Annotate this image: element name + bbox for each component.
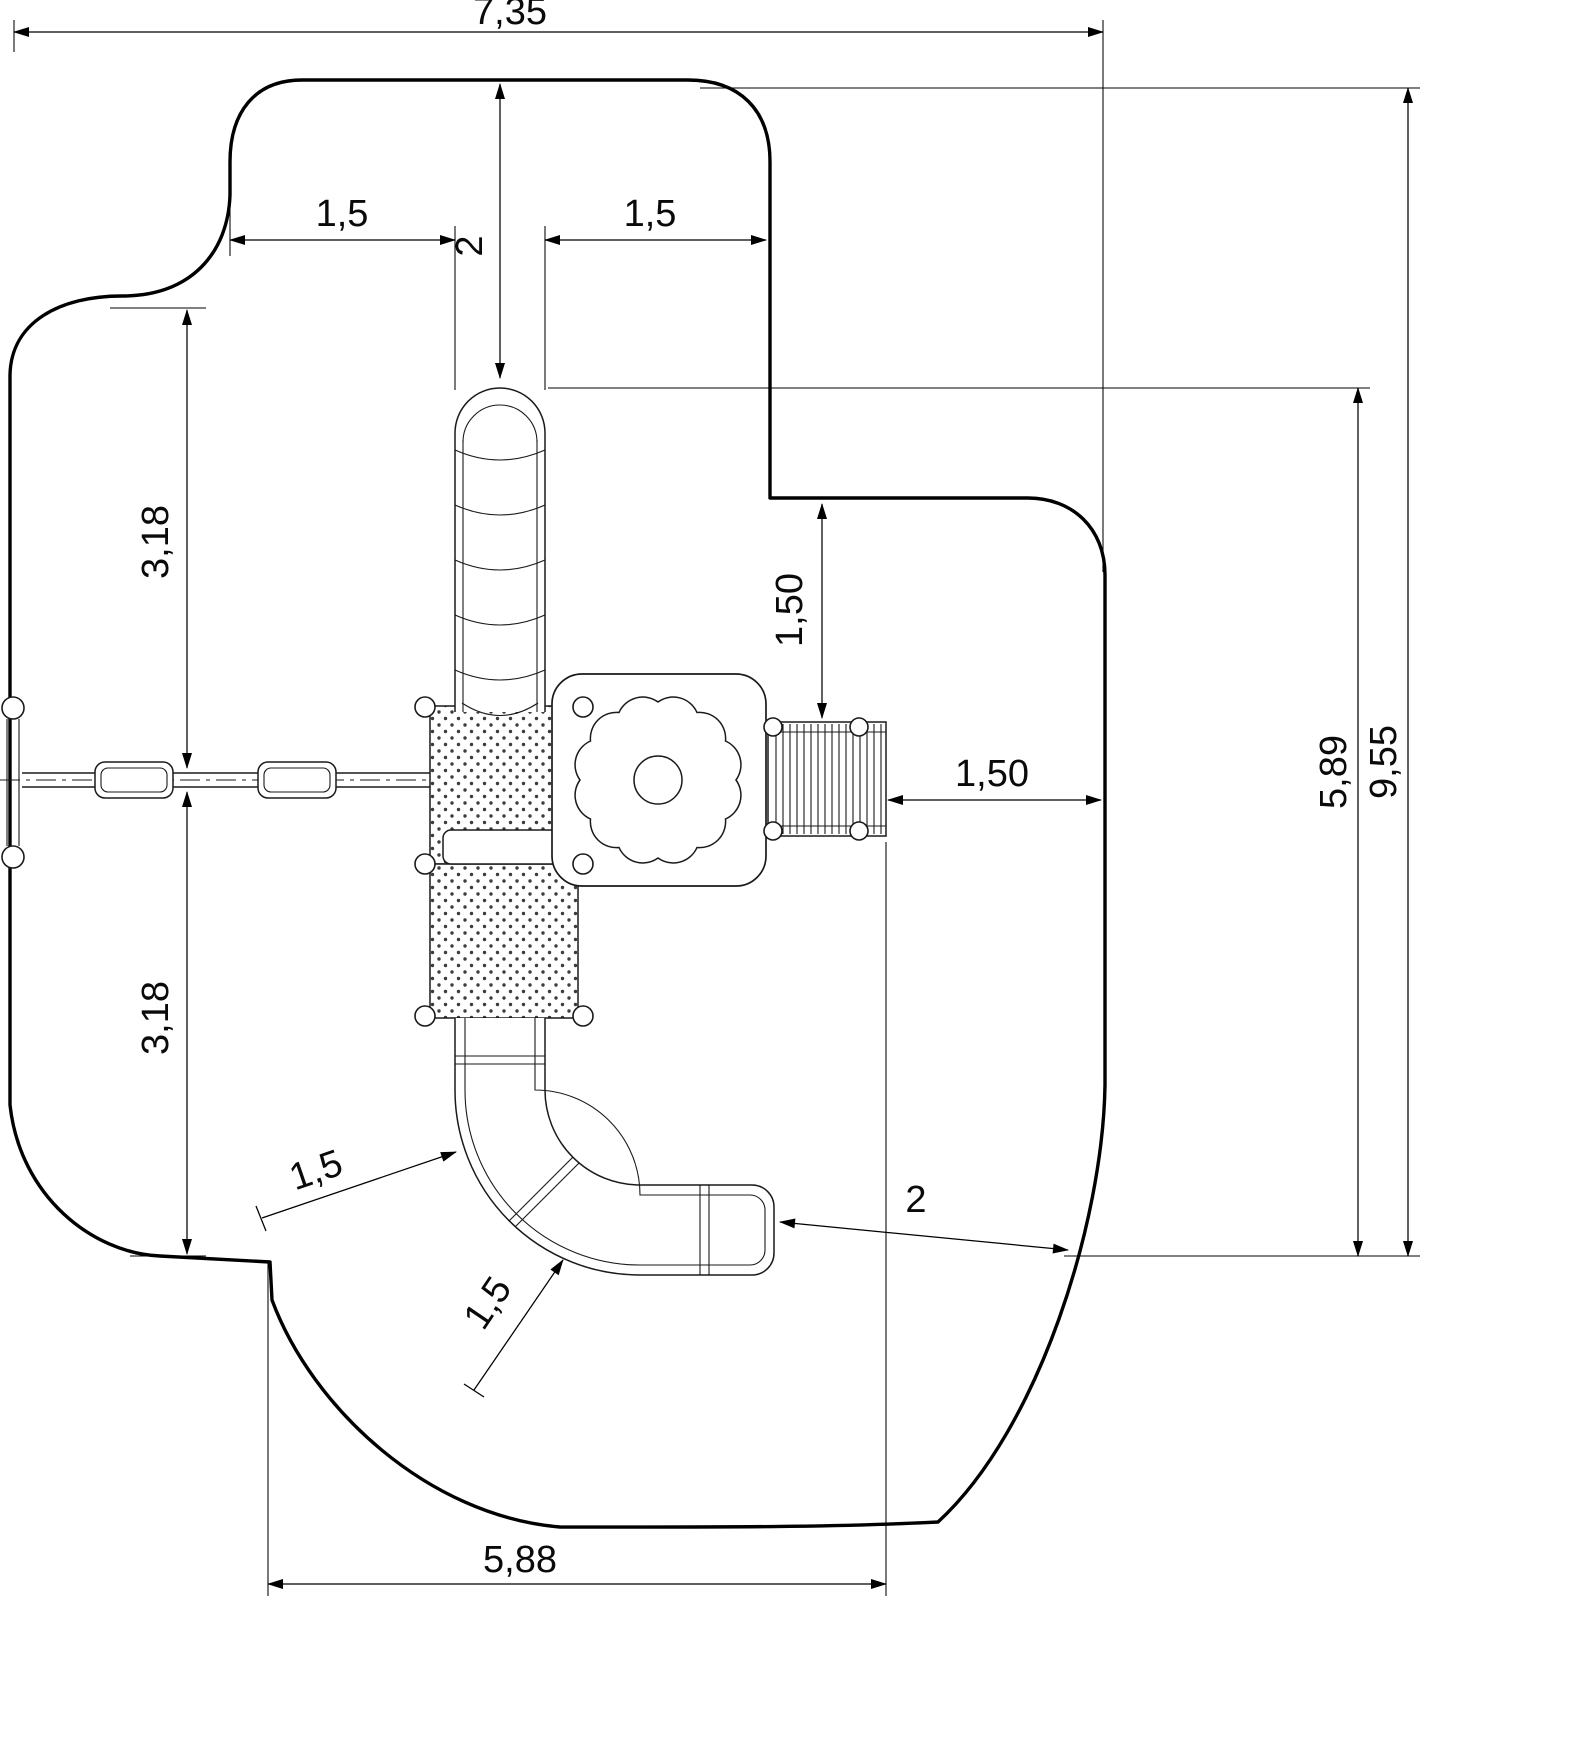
dim-slide-side-upper-label: 1,5 — [284, 1142, 348, 1199]
dim-upper-right-clearance: 1,5 — [544, 193, 767, 390]
dim-right-clearance-label: 1,50 — [955, 753, 1029, 795]
beam-step — [94, 761, 174, 799]
dimension-annotations: 7,35 9,55 5,89 1,5 2 1,5 — [13, 0, 1420, 1596]
dim-inner-height-label: 5,89 — [1313, 735, 1355, 809]
climbing-net — [763, 717, 887, 841]
dim-top-offset: 2 — [449, 83, 505, 379]
dim-slide-exit-label: 2 — [905, 1179, 926, 1221]
dim-bottom-width: 5,88 — [267, 842, 887, 1596]
dim-upper-left-label: 1,5 — [316, 193, 369, 235]
slide-segment-joints — [455, 1055, 710, 1275]
dim-slide-exit-clearance: 2 — [779, 1179, 1069, 1254]
dim-slide-side-lower: 1,5 — [456, 1259, 564, 1398]
dim-left-upper-label: 3,18 — [135, 505, 177, 579]
dim-slide-side-upper: 1,5 — [255, 1142, 457, 1232]
lower-platform — [429, 863, 579, 1019]
dim-top-width-label: 7,35 — [473, 0, 547, 33]
dim-left-lower-extent: 3,18 — [130, 791, 206, 1257]
dim-upper-right-label: 1,5 — [624, 193, 677, 235]
dim-top-offset-label: 2 — [449, 235, 491, 256]
dim-bottom-width-label: 5,88 — [483, 1539, 557, 1581]
flower-panel — [551, 673, 767, 887]
beam-end-post — [1, 696, 25, 869]
slide-exit-ring — [746, 1194, 766, 1266]
platform-posts — [414, 696, 594, 1027]
crawl-tube — [454, 387, 546, 717]
dim-outer-height-label: 9,55 — [1363, 725, 1405, 799]
beam-step — [257, 761, 337, 799]
net-slats — [775, 724, 882, 834]
dim-left-lower-label: 3,18 — [135, 981, 177, 1055]
dim-right-clearance: 1,50 — [887, 753, 1102, 805]
safety-zone-outline — [8, 78, 1107, 1529]
dim-inner-height: 5,89 — [548, 387, 1370, 1257]
dim-top-width: 7,35 — [13, 0, 1104, 572]
playground-equipment — [0, 387, 887, 1276]
flower-petals — [574, 696, 742, 864]
dim-outer-height: 9,55 — [700, 87, 1420, 1257]
tube-slide — [454, 1018, 775, 1276]
dim-upper-left-clearance: 1,5 — [229, 193, 456, 390]
dim-net-top-label: 1,50 — [769, 573, 811, 647]
tube-entrance-arc — [461, 702, 539, 717]
dim-net-top-clearance: 1,50 — [769, 503, 827, 719]
dim-slide-side-lower-label: 1,5 — [456, 1270, 520, 1337]
flower-center — [633, 755, 683, 805]
dim-left-upper-extent: 3,18 — [110, 307, 206, 769]
balance-beam — [0, 696, 434, 869]
